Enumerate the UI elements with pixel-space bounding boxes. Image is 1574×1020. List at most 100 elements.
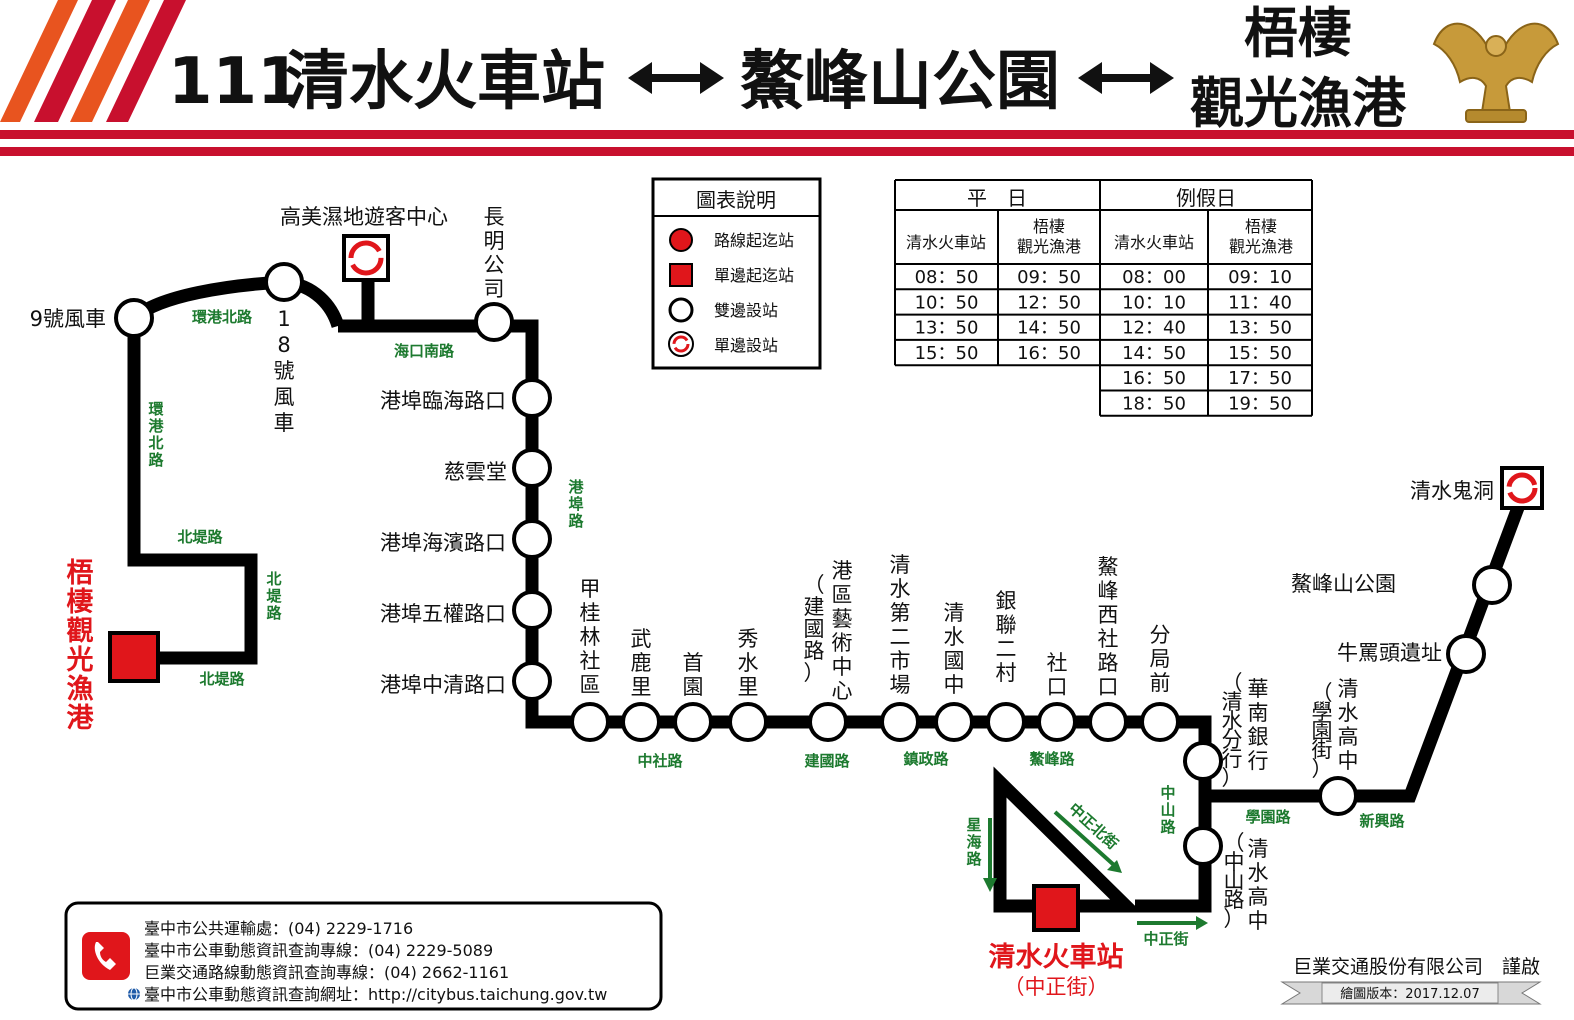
stop-qs-high-zhongshan xyxy=(1183,826,1223,866)
road-xueyuan: 學園路 xyxy=(1245,808,1291,826)
tt-col-wuqi-2: 觀光漁港 xyxy=(1017,237,1081,256)
road-haikou-s: 海口南路 xyxy=(394,342,455,360)
legend-item-label: 單邊起迄站 xyxy=(714,266,794,285)
stop-gangqu-linhai xyxy=(512,378,552,418)
title-via: 鰲峰山公園 xyxy=(740,45,1060,119)
tt-holiday-wuqi-time: 11：40 xyxy=(1228,292,1292,313)
tt-holiday-wuqi-time: 13：50 xyxy=(1228,318,1292,339)
label-qs-jr-high: 清水國中 xyxy=(944,601,965,697)
stop-market2 xyxy=(880,702,920,742)
stop-qs-high-xueyuan xyxy=(1318,776,1358,816)
stop-xiushui xyxy=(728,702,768,742)
stop-jiagui xyxy=(570,702,610,742)
contact-web: 臺中市公車動態資訊查詢網址：http://citybus.taichung.go… xyxy=(144,985,607,1004)
road-xinxing: 新興路 xyxy=(1359,812,1405,830)
tt-weekday-wuqi-time: 16：50 xyxy=(1017,343,1081,364)
label-jiagui: 甲桂林社區 xyxy=(580,577,601,697)
stop-shouyuan xyxy=(673,702,713,742)
header: 111 清水火車站 鰲峰山公園 梧棲 觀光漁港 xyxy=(0,0,1574,156)
stops xyxy=(114,262,1512,866)
stop-fenju xyxy=(1140,702,1180,742)
title-origin: 清水火車站 xyxy=(285,45,605,119)
label-fenju: 分局前 xyxy=(1150,623,1171,695)
contact-line: 臺中市公車動態資訊查詢專線：(04) 2229-5089 xyxy=(144,941,493,960)
one-way-stop-loop-icon xyxy=(1500,466,1544,510)
stop-no18 xyxy=(264,262,304,302)
tt-holiday-qingshui-time: 18：50 xyxy=(1122,394,1186,415)
contact-box: 臺中市公共運輸處：(04) 2229-1716 臺中市公車動態資訊查詢專線：(0… xyxy=(64,901,663,1011)
label-gaomei: 高美濕地遊客中心 xyxy=(280,205,448,229)
road-zhongshan: 中山路 xyxy=(1160,784,1176,836)
road-zhenzheng: 鎮政路 xyxy=(903,750,949,768)
road-beidi2: 北堤路 xyxy=(266,570,282,622)
one-way-stop-loop-icon xyxy=(668,331,694,357)
tt-weekday-qingshui-time: 13：50 xyxy=(915,318,979,339)
legend-item-label: 雙邊設站 xyxy=(714,301,778,320)
one-way-terminus-square-icon xyxy=(669,263,693,287)
tt-holiday: 例假日 xyxy=(1176,186,1236,210)
road-gangbu: 港埠路 xyxy=(568,478,584,530)
road-beidi1: 北堤路 xyxy=(177,528,223,546)
label-art-center: 港區藝術中心 xyxy=(832,559,853,703)
stop-no9 xyxy=(114,298,154,338)
station-labels: 高美濕地遊客中心 9號風車 港埠臨海路口 慈雲堂 鰲峰山公園 牛罵頭遺址 清水鬼… xyxy=(30,205,1494,999)
label-terminal-qingshui: 清水火車站 xyxy=(989,942,1124,973)
tt-holiday-qingshui-time: 08：00 xyxy=(1122,267,1186,288)
label-terminal-qingshui-sub: （中正街） xyxy=(1004,975,1109,999)
label-aofeng-xishe: 鰲峰西社路口 xyxy=(1098,555,1119,699)
stripe-4 xyxy=(106,0,186,122)
route-number: 111 xyxy=(168,45,302,119)
label-niumatou: 牛罵頭遺址 xyxy=(1337,641,1442,665)
stop-yinlian xyxy=(986,702,1026,742)
legend-item-label: 路線起迄站 xyxy=(714,231,794,250)
tt-weekday-wuqi-time: 12：50 xyxy=(1017,292,1081,313)
road-zhongshe: 中社路 xyxy=(637,752,683,770)
one-way-stop-loop-icon xyxy=(342,234,390,282)
label-ciyun: 慈雲堂 xyxy=(444,460,507,484)
stripe-2 xyxy=(34,0,116,122)
tt-holiday-qingshui-time: 14：50 xyxy=(1122,343,1186,364)
tt-col-qingshui: 清水火車站 xyxy=(906,233,986,252)
label-huanan: 華南銀行 xyxy=(1248,677,1269,773)
stop-changming xyxy=(474,302,514,342)
terminus-circle-icon xyxy=(669,228,693,252)
stop-gangqu-wuquan xyxy=(512,590,552,630)
tt-holiday-wuqi-time: 17：50 xyxy=(1228,368,1292,389)
version-ribbon: 繪圖版本：2017.12.07 xyxy=(1280,981,1542,1005)
footer-version: 繪圖版本：2017.12.07 xyxy=(1340,986,1479,1002)
label-shekou: 社口 xyxy=(1047,651,1068,699)
globe-icon xyxy=(128,987,140,1001)
stop-niumatou xyxy=(1446,634,1486,674)
legend-item-label: 單邊設站 xyxy=(714,336,778,355)
legend-title: 圖表說明 xyxy=(696,188,776,212)
tt-col-wuqi: 梧棲 xyxy=(1033,217,1065,236)
stop-shekou xyxy=(1037,702,1077,742)
phone-icon xyxy=(82,932,130,980)
label-art-center-sub: （建國路） xyxy=(804,573,825,685)
double-arrow-icon xyxy=(628,62,724,94)
title-dest-line1: 梧棲 xyxy=(1244,2,1352,65)
eagle-emblem-icon xyxy=(1432,22,1560,123)
label-qs-high-zhongshan: 清水高中 xyxy=(1248,837,1269,933)
road-huangang-n2: 環港北路 xyxy=(148,400,164,469)
stop-huanan xyxy=(1183,741,1223,781)
label-changming: 長明公司 xyxy=(484,205,505,301)
tt-holiday-wuqi-time: 09：10 xyxy=(1228,267,1292,288)
label-gangqu-linhai: 港埠臨海路口 xyxy=(380,389,506,413)
footer-company: 巨業交通股份有限公司 謹啟 xyxy=(1293,956,1540,978)
tt-holiday-qingshui-time: 12：40 xyxy=(1122,318,1186,339)
stop-ciyun xyxy=(512,448,552,488)
direction-arrows xyxy=(983,810,1208,930)
tt-col-wuqi: 梧棲 xyxy=(1245,217,1277,236)
tt-col-wuqi-2: 觀光漁港 xyxy=(1229,237,1293,256)
road-xinghai: 星海路 xyxy=(966,816,982,868)
stop-aofeng-xishe xyxy=(1088,702,1128,742)
contact-line: 臺中市公共運輸處：(04) 2229-1716 xyxy=(144,919,413,938)
legend: 圖表說明 路線起迄站 單邊起迄站 雙邊設站 單邊設站 xyxy=(651,177,822,370)
terminus-wuqi xyxy=(108,631,160,683)
tt-weekday-wuqi-time: 09：50 xyxy=(1017,267,1081,288)
tt-weekday-qingshui-time: 08：50 xyxy=(915,267,979,288)
label-gangqu-wuquan: 港埠五權路口 xyxy=(380,602,506,626)
